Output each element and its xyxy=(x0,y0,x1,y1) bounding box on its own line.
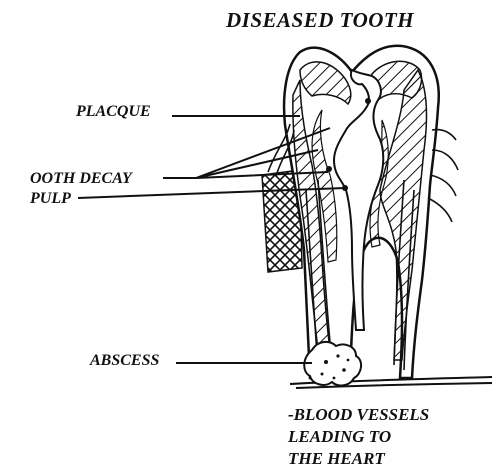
label-plaque: PLACQUE xyxy=(76,103,151,121)
label-blood-vessels: -BLOOD VESSELS LEADING TO THE HEART xyxy=(288,404,429,470)
label-pulp: PULP xyxy=(30,190,71,208)
blood-vessels-line-3: THE HEART xyxy=(288,448,429,470)
diagram-title: DISEASED TOOTH xyxy=(226,8,414,33)
label-tooth-decay: OOTH DECAY xyxy=(30,170,132,188)
root-tiny-text xyxy=(352,263,358,265)
label-abscess: ABSCESS xyxy=(90,352,159,370)
blood-vessels-line-2: LEADING TO xyxy=(288,426,429,448)
abscess-blob xyxy=(304,342,361,386)
blood-vessels-line-1: -BLOOD VESSELS xyxy=(288,404,429,426)
